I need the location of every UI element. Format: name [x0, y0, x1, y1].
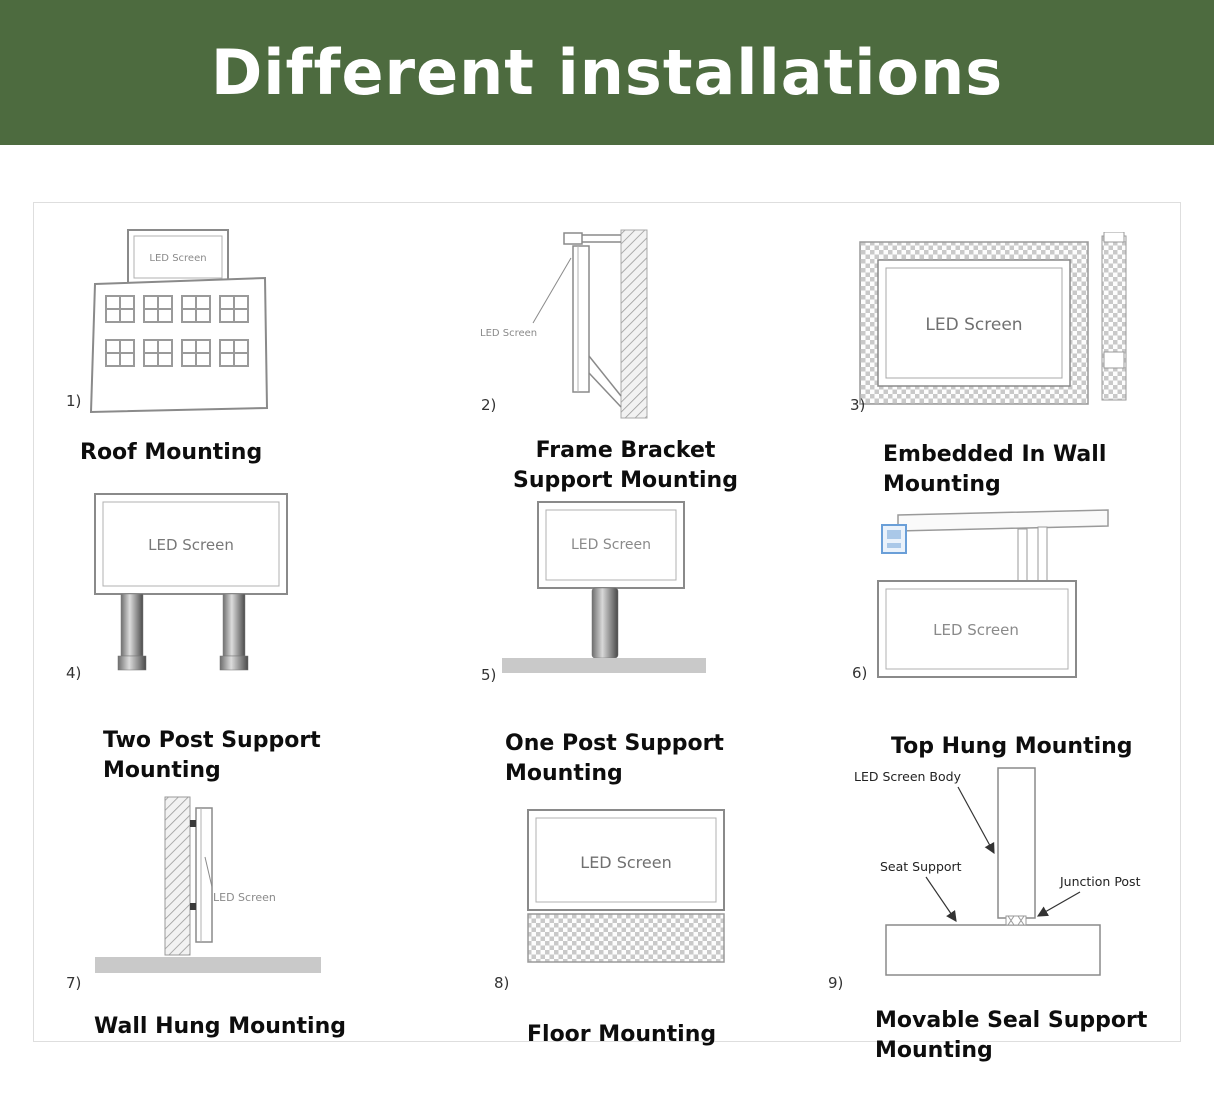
leader-line: [532, 257, 572, 324]
top-bracket: [563, 232, 621, 245]
screen-panel: [572, 245, 590, 393]
arrow-seat-support: [925, 876, 957, 922]
ground: [502, 658, 706, 673]
screen-inner: [102, 501, 280, 587]
leader-line: [204, 856, 213, 888]
diagram-label-frame-bracket: Frame Bracket Support Mounting: [513, 438, 738, 493]
floor-mounting-drawing: LED Screen: [527, 809, 725, 963]
diagram-number-6: 6): [852, 664, 868, 682]
support-post: [591, 587, 619, 659]
arrow-junction-post: [1036, 891, 1081, 917]
side-wall-strip: [1101, 231, 1127, 401]
top-hung-drawing: LED Screen: [877, 509, 1109, 678]
diagonal-brace: [588, 355, 622, 408]
screen-text: LED Screen: [925, 315, 1022, 335]
movable-seal-drawing: LED Screen Body Seat Support Junction Po…: [854, 767, 1141, 976]
wall-hung-diagram: LED Screen: [63, 793, 325, 993]
diagram-number-5: 5): [481, 666, 497, 684]
annotation-seat-support: Seat Support: [880, 859, 962, 874]
building-windows: [105, 295, 249, 367]
diagram-label-floor-mounting: Floor Mounting: [527, 1022, 717, 1047]
seat-support-base: [885, 924, 1101, 976]
embedded-wall-drawing: LED Screen: [859, 231, 1127, 405]
diagram-label-roof-mounting: Roof Mounting: [80, 440, 263, 465]
hangers: [1017, 526, 1048, 582]
floor-base: [527, 913, 725, 963]
diagram-label-two-post: Two Post Support Mounting: [103, 728, 321, 783]
one-post-drawing: LED Screen: [502, 501, 706, 673]
mount-brackets: [190, 820, 196, 910]
diagram-label-movable-seal: Movable Seal Support Mounting: [875, 1008, 1148, 1063]
screen-body: [997, 767, 1036, 919]
hoist-icon: [881, 524, 907, 554]
building-outline: [89, 276, 269, 414]
screen-text: LED Screen: [480, 328, 537, 339]
page-title: Different installations: [210, 36, 1004, 109]
diagram-number-9: 9): [828, 974, 844, 992]
diagram-number-1: 1): [66, 392, 82, 410]
screen-inner: [545, 509, 677, 581]
screen-text: LED Screen: [213, 891, 276, 904]
diagram-number-7: 7): [66, 974, 82, 992]
diagram-number-8: 8): [494, 974, 510, 992]
ground: [95, 957, 321, 973]
diagram-label-embedded-wall: Embedded In Wall Mounting: [883, 442, 1107, 497]
screen-text: LED Screen: [580, 853, 671, 872]
screen-text: LED Screen: [933, 621, 1019, 639]
content-frame: [33, 202, 1181, 1042]
floor-mounting-diagram: LED Screen: [518, 806, 736, 984]
roof-screen: LED Screen: [127, 229, 229, 285]
screen-text: LED Screen: [148, 536, 234, 554]
one-post-diagram: LED Screen: [488, 496, 718, 691]
diagram-number-3: 3): [850, 396, 866, 414]
movable-seal-diagram: LED Screen Body Seat Support Junction Po…: [848, 755, 1163, 1005]
diagram-label-one-post: One Post Support Mounting: [505, 731, 724, 786]
wall-hung-drawing: LED Screen: [95, 796, 321, 973]
screen-inner: [535, 817, 717, 903]
top-hung-diagram: LED Screen: [858, 505, 1110, 687]
diagram-number-2: 2): [481, 396, 497, 414]
two-post-drawing: LED Screen: [94, 493, 288, 671]
two-post-diagram: LED Screen: [85, 488, 300, 688]
diagram-number-4: 4): [66, 664, 82, 682]
wall-hatch: [620, 229, 648, 419]
screen-text: LED Screen: [149, 253, 206, 264]
annotation-junction-post: Junction Post: [1059, 874, 1141, 889]
embedded-wall-diagram: LED Screen: [852, 231, 1144, 418]
roof-mounting-diagram: LED Screen: [60, 222, 280, 422]
ceiling-slab: [897, 509, 1109, 532]
screen-text: LED Screen: [571, 537, 651, 553]
header-banner: Different installations: [0, 0, 1214, 145]
junction-detail: [1005, 915, 1027, 926]
arrow-screen-body: [957, 786, 995, 855]
frame-bracket-diagram: LED Screen: [478, 228, 668, 423]
screen-panel: [195, 807, 213, 943]
support-posts: [117, 593, 249, 671]
diagram-label-top-hung: Top Hung Mounting: [891, 734, 1133, 759]
frame-bracket-drawing: LED Screen: [480, 229, 648, 419]
screen-inner: [885, 588, 1069, 670]
screen-inner: [885, 267, 1063, 379]
roof-mounting-drawing: LED Screen: [89, 229, 269, 414]
wall-hatch: [164, 796, 191, 956]
diagram-label-wall-hung: Wall Hung Mounting: [94, 1014, 347, 1039]
annotation-screen-body: LED Screen Body: [854, 769, 962, 784]
